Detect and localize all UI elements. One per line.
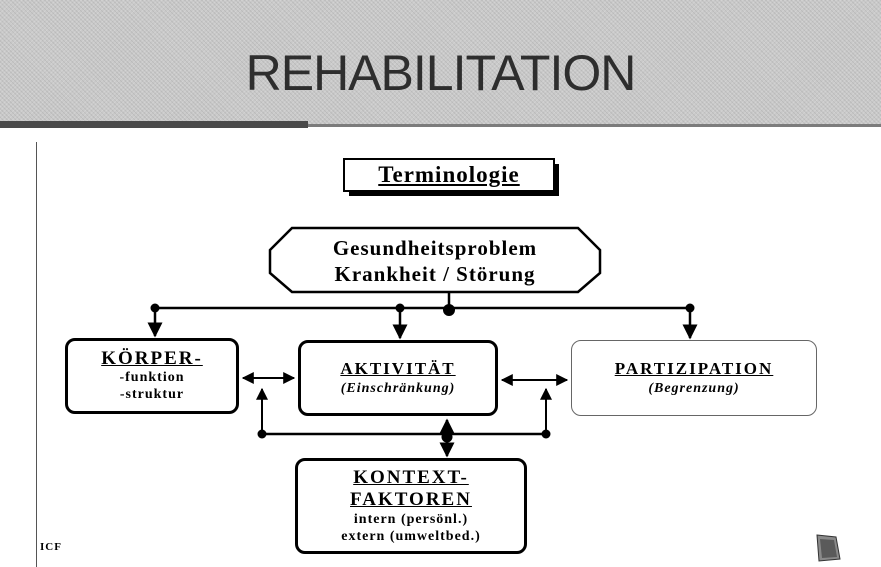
kontext-title-1: KONTEXT- xyxy=(353,467,469,488)
health-problem-line1: Gesundheitsproblem xyxy=(332,236,538,260)
health-problem-octagon xyxy=(268,226,602,294)
koerper-title: KÖRPER- xyxy=(101,348,203,369)
junction-dot xyxy=(443,304,455,316)
page-title: REHABILITATION xyxy=(245,45,637,101)
health-problem-box: Gesundheitsproblem Krankheit / Störung xyxy=(272,231,598,291)
aktivitaet-title: AKTIVITÄT xyxy=(340,359,456,378)
heading-text: Terminologie xyxy=(378,162,520,187)
koerper-box: KÖRPER- -funktion -struktur xyxy=(65,338,239,414)
partizipation-box: PARTIZIPATION (Begrenzung) xyxy=(571,340,817,416)
koerper-line1: -funktion xyxy=(119,370,185,385)
health-problem-line2: Krankheit / Störung xyxy=(334,262,536,286)
terminology-heading: Terminologie xyxy=(343,158,561,196)
title-banner: REHABILITATION xyxy=(0,0,881,128)
left-margin-rule xyxy=(36,142,37,567)
heading-box: Terminologie xyxy=(343,158,555,192)
kontext-line2: extern (umweltbed.) xyxy=(341,529,481,544)
kontext-box: KONTEXT- FAKTOREN intern (persönl.) exte… xyxy=(295,458,527,554)
banner-rule-light xyxy=(308,124,881,127)
aktivitaet-sub: (Einschränkung) xyxy=(340,381,456,396)
aktivitaet-box: AKTIVITÄT (Einschränkung) xyxy=(298,340,498,416)
kontext-title-2: FAKTOREN xyxy=(350,489,472,510)
partizipation-title: PARTIZIPATION xyxy=(614,359,774,378)
partizipation-sub: (Begrenzung) xyxy=(648,381,740,396)
corner-logo-icon xyxy=(816,534,841,562)
kontext-line1: intern (persönl.) xyxy=(353,512,469,527)
koerper-line2: -struktur xyxy=(119,387,185,402)
footer-label: ICF xyxy=(40,541,62,553)
banner-rule-dark xyxy=(0,121,308,128)
